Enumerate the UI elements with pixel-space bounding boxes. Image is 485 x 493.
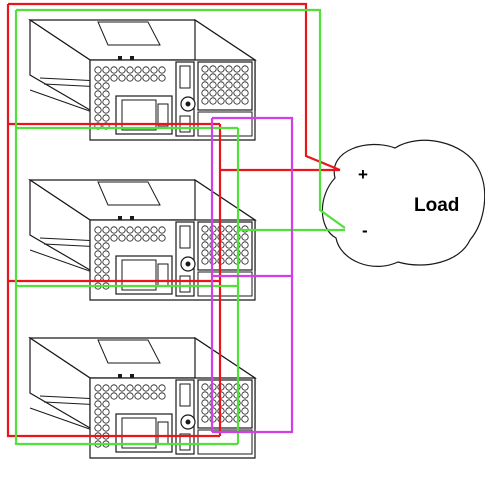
load-negative-label: - bbox=[362, 221, 368, 240]
load-label: Load bbox=[414, 195, 459, 216]
positive-wires bbox=[6, 2, 341, 438]
power-supply-unit-top bbox=[29, 19, 256, 141]
power-supply-unit-bottom bbox=[29, 337, 256, 459]
load-shape bbox=[321, 139, 485, 267]
load-positive-label: + bbox=[358, 165, 368, 184]
sense-wires bbox=[210, 116, 294, 434]
negative-wires bbox=[14, 8, 346, 446]
